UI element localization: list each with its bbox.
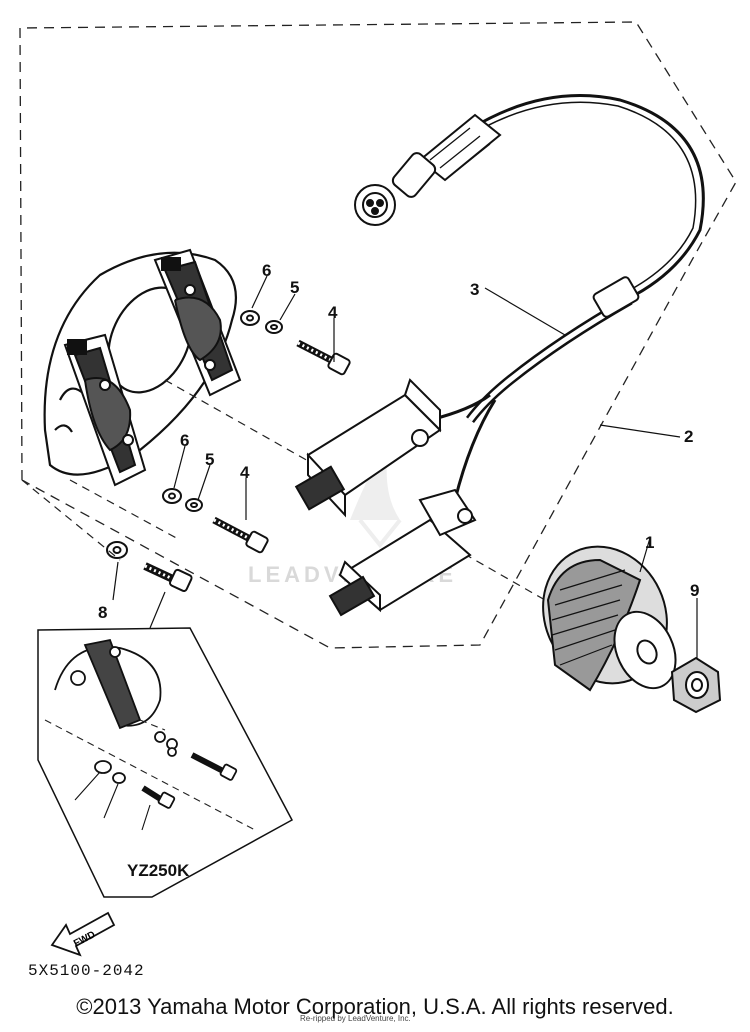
callout-4-lower: 4 (240, 463, 250, 482)
callout-3: 3 (470, 280, 479, 299)
nut-9 (670, 656, 722, 714)
flywheel-rotor-1 (542, 545, 677, 692)
wire-connector (354, 113, 502, 226)
washer-8 (106, 541, 128, 559)
callout-8: 8 (98, 603, 107, 622)
grommet (592, 276, 640, 318)
watermark-logo (350, 440, 402, 549)
callout-6-lower: 6 (180, 431, 189, 450)
screw-7 (143, 562, 193, 592)
washer-lower-6 (162, 488, 182, 504)
screw-upper-4 (296, 339, 351, 376)
wire-harness-3 (429, 94, 705, 501)
callout-6-upper: 6 (262, 261, 271, 280)
drawing-code: 5X5100-2042 (28, 962, 145, 980)
callout-leaders (112, 275, 698, 658)
cdi-unit-upper (294, 378, 442, 518)
inset-model-label: YZ250K (127, 861, 190, 880)
fwd-arrow-icon (50, 911, 116, 957)
inset-leader-lines (44, 719, 256, 831)
callout-4-upper: 4 (328, 303, 338, 322)
fine-print: Re-ripped by LeadVenture, Inc. (300, 1014, 411, 1023)
stator-coil-upper (153, 248, 242, 397)
callout-9-main: 9 (690, 581, 699, 600)
inset-fasteners (94, 731, 238, 809)
callout-5-upper: 5 (290, 278, 299, 297)
main-boundary (19, 21, 737, 649)
callout-1: 1 (645, 533, 654, 552)
washer-upper-6 (240, 310, 260, 326)
lockwasher-upper-5 (265, 320, 283, 334)
inset-callout-leaders (74, 771, 151, 831)
callout-5-lower: 5 (205, 450, 214, 469)
screw-lower-4 (212, 516, 269, 554)
lockwasher-lower-5 (185, 498, 203, 512)
stator-coil-lower (63, 333, 147, 487)
cdi-unit-lower (328, 488, 477, 617)
callout-2: 2 (684, 427, 693, 446)
copyright-notice: ©2013 Yamaha Motor Corporation, U.S.A. A… (76, 994, 674, 1019)
inset-stator (54, 638, 162, 730)
